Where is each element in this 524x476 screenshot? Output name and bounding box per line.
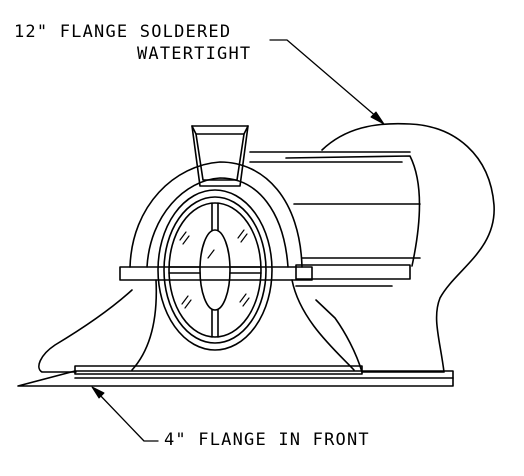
front-flange-plate (74, 365, 363, 375)
glass-glints (179, 229, 250, 309)
window-frame-inner (168, 202, 262, 338)
dome-body (131, 279, 355, 371)
flange-front-label: 4" FLANGE IN FRONT (164, 430, 370, 450)
keystone-cap (191, 125, 249, 135)
flange-soldered-label-line2: WATERTIGHT (137, 44, 252, 64)
left-flange-outline (38, 289, 133, 373)
cornice-ledge-right (295, 264, 411, 280)
cornice-ledge-left (119, 266, 313, 281)
rear-flange-outline (315, 122, 495, 373)
arched-hood-outer (129, 161, 303, 268)
base-slab (17, 370, 454, 387)
leader-bottom (96, 391, 159, 442)
leader-top (269, 39, 379, 119)
window-center-pane (199, 229, 231, 311)
leader-top-arrowhead (370, 111, 385, 125)
leader-bottom-arrowhead (91, 386, 105, 399)
keystone (191, 125, 249, 187)
dormer-side-wall (285, 155, 421, 267)
keystone-face (195, 133, 245, 181)
window-frame-outer (157, 189, 273, 351)
window-frame-mid (163, 196, 267, 344)
flange-soldered-label-line1: 12" FLANGE SOLDERED (14, 22, 232, 42)
arched-hood-inner (146, 177, 289, 268)
